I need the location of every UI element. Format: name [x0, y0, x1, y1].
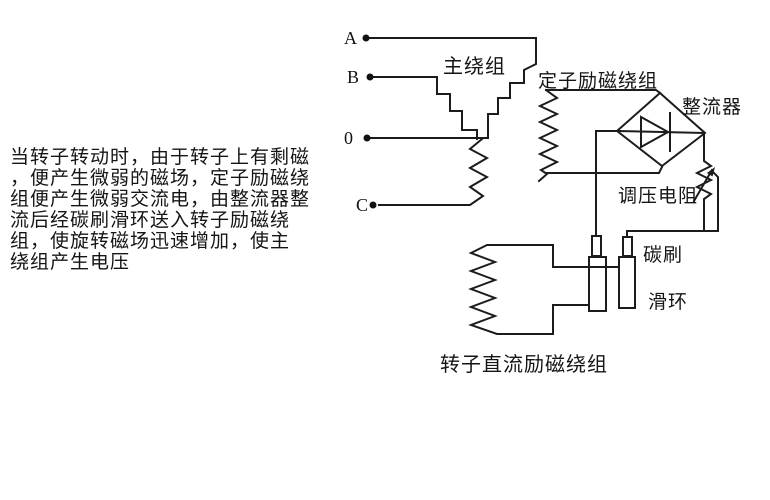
rheostat-arrowhead-icon: [707, 167, 715, 177]
description-line: 流后经碳刷滑环送入转子励磁绕: [10, 209, 291, 231]
description-line: 组便产生微弱交流电，由整流器整: [10, 188, 311, 210]
rheostat-shape: [626, 132, 719, 238]
stator-bottom-wire: [545, 165, 664, 174]
terminal-dots: [362, 34, 377, 209]
rheostat-zigzag: [694, 132, 714, 232]
label-voltage-regulating-resistor: 调压电阻: [618, 185, 699, 207]
bridge-mid-wire: [615, 129, 706, 135]
carbon-brush-shapes: [591, 235, 633, 257]
dc-right-wire: [626, 230, 705, 238]
stator-excitation-winding-shape: [537, 88, 664, 183]
slip-ring-right: [618, 256, 636, 309]
description-line: ，便产生微弱的磁场，定子励磁绕: [10, 167, 311, 189]
phase-a-wire: [369, 37, 537, 139]
terminal-dot-o: [363, 134, 371, 142]
terminal-label-b: B: [347, 67, 360, 87]
carbon-brush-left: [591, 235, 602, 257]
terminal-label-c: C: [356, 195, 369, 215]
stator-top-wire: [545, 89, 662, 95]
description-text: 当转子转动时，由于转子上有剩磁 ，便产生微弱的磁场，定子励磁绕 组便产生微弱交流…: [10, 147, 340, 273]
terminal-dot-b: [366, 73, 374, 81]
description-line: 当转子转动时，由于转子上有剩磁: [10, 146, 311, 168]
diode-triangle-icon: [640, 115, 671, 149]
terminal-dot-a: [362, 34, 370, 42]
description-line: 绕组产生电压: [10, 251, 131, 273]
label-carbon-brush: 碳刷: [643, 244, 684, 266]
label-main-winding: 主绕组: [443, 54, 506, 78]
slip-ring-shapes: [588, 256, 636, 312]
description-line: 组，使旋转磁场迅速增加，使主: [10, 230, 291, 252]
terminal-dot-c: [369, 201, 377, 209]
bridge-diamond: [615, 91, 707, 168]
terminal-label-o: 0: [344, 128, 353, 148]
phase-b-wire: [373, 76, 478, 140]
label-rectifier: 整流器: [682, 96, 743, 118]
rheostat-wiper-wire: [703, 169, 719, 232]
dc-left-wire: [595, 130, 618, 237]
rotor-winding-shape: [468, 244, 620, 335]
rectifier-bridge-shape: [615, 91, 707, 168]
rheostat-arrow-line: [692, 168, 714, 203]
phase-c-winding-zigzag: [378, 137, 490, 206]
slip-ring-left: [588, 256, 607, 312]
label-rotor-dc-excitation-winding: 转子直流励磁绕组: [440, 352, 608, 376]
label-slip-ring: 滑环: [648, 291, 689, 313]
stator-winding-zigzag: [537, 88, 560, 183]
terminal-label-a: A: [344, 28, 357, 48]
main-winding-shape: [369, 37, 537, 206]
label-stator-excitation-winding: 定子励磁绕组: [538, 70, 659, 92]
carbon-brush-right: [622, 236, 633, 257]
